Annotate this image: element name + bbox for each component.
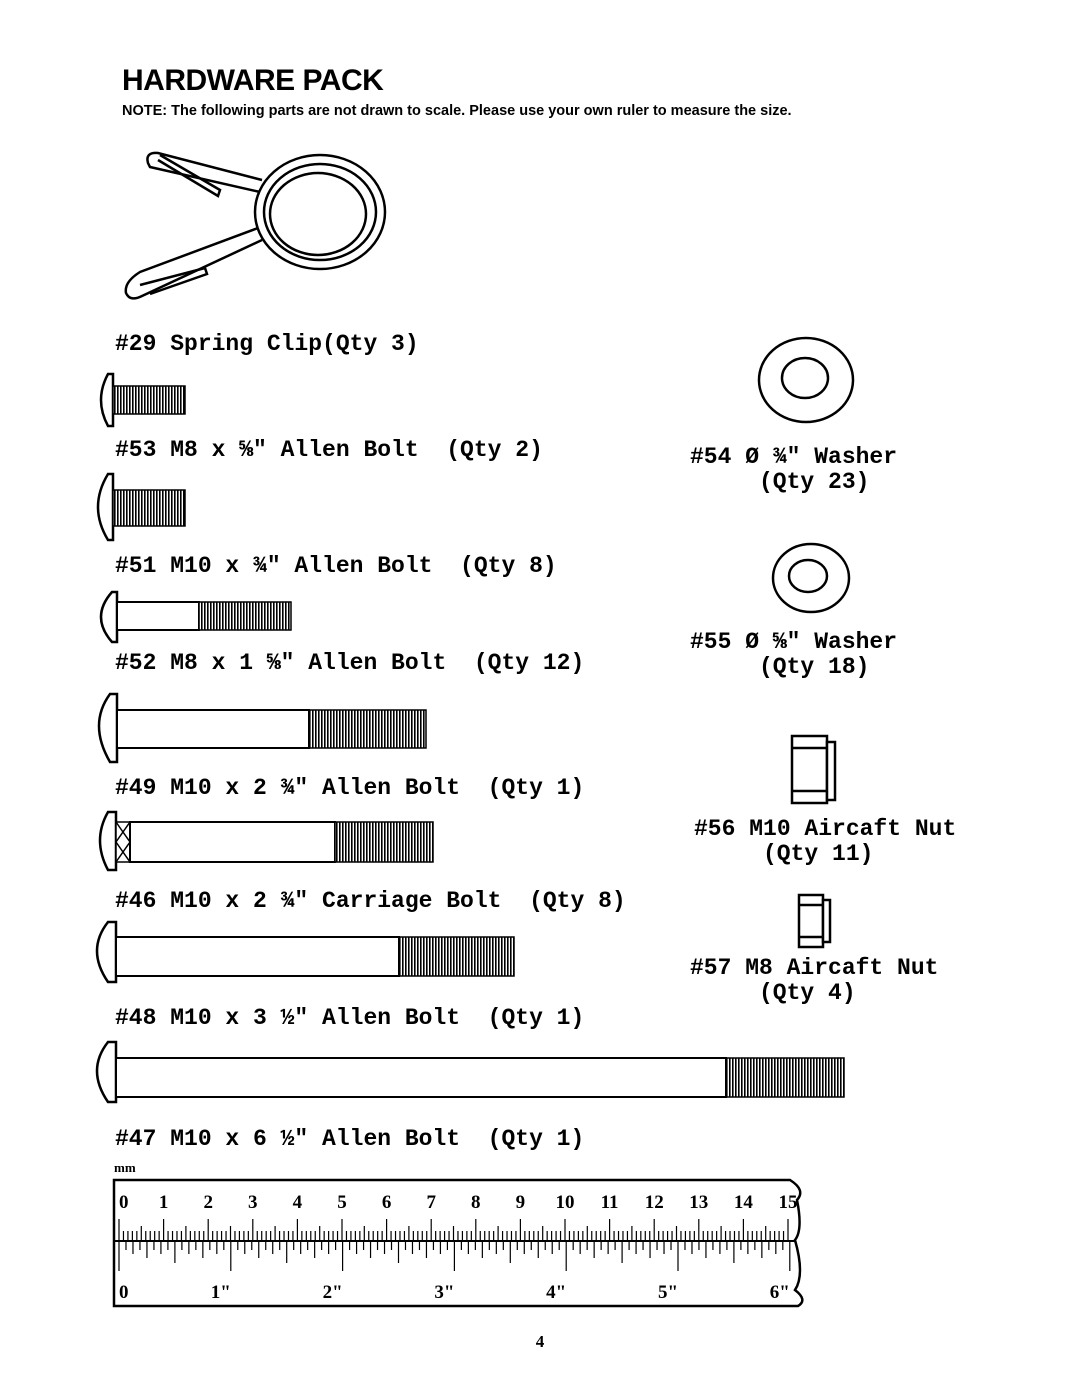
inch-label: 5" <box>658 1282 678 1303</box>
mm-label: 15 <box>779 1192 798 1213</box>
washer-icon-55 <box>771 542 851 614</box>
mm-label: 7 <box>426 1192 436 1213</box>
page-title: HARDWARE PACK <box>122 64 384 97</box>
carriage-bolt-icon-46 <box>98 810 434 872</box>
part-label-48: #48 M10 x 3 ½" Allen Bolt (Qty 1) <box>115 1005 585 1031</box>
part-qty-54: (Qty 23) <box>759 469 870 495</box>
part-label-56: #56 M10 Aircaft Nut <box>694 816 957 842</box>
part-label-52: #52 M8 x 1 ⅝" Allen Bolt (Qty 12) <box>115 650 585 676</box>
part-label-53: #53 M8 x ⅝" Allen Bolt (Qty 2) <box>115 437 543 463</box>
allen-bolt-icon-47 <box>95 1040 845 1104</box>
allen-bolt-icon-51 <box>96 472 186 542</box>
mm-label: 11 <box>601 1192 619 1213</box>
mm-label: 4 <box>293 1192 303 1213</box>
washer-icon-54 <box>757 336 855 424</box>
inch-label: 0 <box>119 1282 129 1303</box>
nut-icon-57 <box>797 893 832 949</box>
mm-label: 5 <box>337 1192 347 1213</box>
mm-label: 9 <box>516 1192 526 1213</box>
spring-clip-icon <box>124 151 387 300</box>
part-qty-57: (Qty 4) <box>759 980 856 1006</box>
mm-label: 10 <box>556 1192 575 1213</box>
page-number: 4 <box>535 1332 545 1351</box>
part-label-29: #29 Spring Clip(Qty 3) <box>115 331 419 357</box>
inch-label: 1" <box>211 1282 231 1303</box>
mm-label: 2 <box>203 1192 213 1213</box>
part-label-49: #49 M10 x 2 ¾" Allen Bolt (Qty 1) <box>115 775 585 801</box>
part-label-54: #54 Ø ¾" Washer <box>690 444 898 470</box>
ruler-unit-label: mm <box>114 1160 136 1175</box>
mm-label: 3 <box>248 1192 258 1213</box>
inch-label: 4" <box>546 1282 566 1303</box>
allen-bolt-icon-49 <box>97 692 427 764</box>
mm-label: 0 <box>119 1192 129 1213</box>
part-label-47: #47 M10 x 6 ½" Allen Bolt (Qty 1) <box>115 1126 585 1152</box>
part-label-51: #51 M10 x ¾" Allen Bolt (Qty 8) <box>115 553 557 579</box>
part-qty-55: (Qty 18) <box>759 654 870 680</box>
mm-label: 12 <box>645 1192 664 1213</box>
mm-label: 13 <box>689 1192 708 1213</box>
allen-bolt-icon-48 <box>95 920 515 984</box>
mm-label: 1 <box>159 1192 169 1213</box>
scale-note: NOTE: The following parts are not drawn … <box>122 103 792 119</box>
part-label-57: #57 M8 Aircaft Nut <box>690 955 939 981</box>
part-label-55: #55 Ø ⅝" Washer <box>690 629 898 655</box>
allen-bolt-icon-53 <box>99 372 186 428</box>
mm-label: 8 <box>471 1192 481 1213</box>
mm-label: 14 <box>734 1192 754 1213</box>
inch-label: 3" <box>434 1282 454 1303</box>
mm-label: 6 <box>382 1192 392 1213</box>
part-qty-56: (Qty 11) <box>763 841 874 867</box>
allen-bolt-icon-52 <box>99 590 292 644</box>
inch-label: 6" <box>770 1282 790 1303</box>
part-label-46: #46 M10 x 2 ¾" Carriage Bolt (Qty 8) <box>115 888 626 914</box>
inch-label: 2" <box>323 1282 343 1303</box>
nut-icon-56 <box>790 734 837 805</box>
